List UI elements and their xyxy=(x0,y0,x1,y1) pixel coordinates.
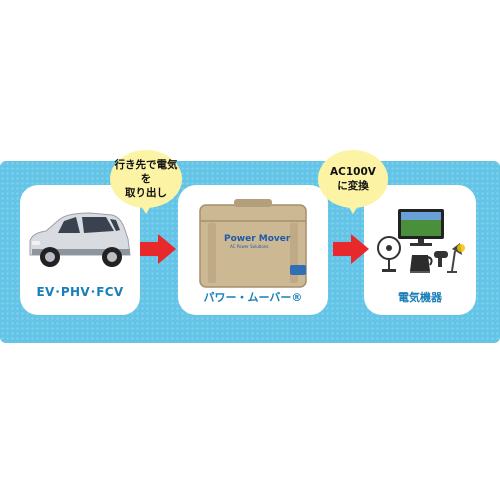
car-icon xyxy=(29,212,131,267)
bubble-line: AC100V xyxy=(330,166,376,178)
bubble-line: 取り出し xyxy=(125,187,167,199)
step-label-power-mover: パワー・ムーバー® xyxy=(203,291,303,304)
bubble-line: に変換 xyxy=(337,180,369,192)
speech-bubble-tail xyxy=(140,204,152,214)
speech-bubble-tail xyxy=(347,204,359,214)
step-label-vehicle: EV･PHV･FCV xyxy=(36,285,124,299)
fan-icon xyxy=(377,236,401,272)
case-brand-text: Power Mover xyxy=(224,234,291,244)
bubble-line: 行き先で電気を xyxy=(114,159,178,185)
lamp-icon xyxy=(447,243,465,273)
arrow-right-icon xyxy=(140,234,176,264)
case-sub-text: AC Power Solutions xyxy=(230,244,268,249)
step-label-appliances: 電気機器 xyxy=(398,291,442,304)
kettle-icon xyxy=(410,255,433,273)
hair-dryer-icon xyxy=(434,251,448,267)
step-card-appliances: 電気機器 xyxy=(364,185,476,315)
speech-bubble-convert: AC100V に変換 xyxy=(318,150,388,208)
tv-icon xyxy=(398,209,444,246)
step-card-vehicle: EV･PHV･FCV xyxy=(20,185,140,315)
arrow-right-icon xyxy=(333,234,369,264)
case-icon: Power Mover AC Power Solutions xyxy=(199,199,307,288)
speech-bubble-extract: 行き先で電気を 取り出し xyxy=(110,150,182,208)
step-card-power-mover: Power Mover AC Power Solutions パワー・ムーバー® xyxy=(178,185,328,315)
appliances-group xyxy=(377,209,465,273)
